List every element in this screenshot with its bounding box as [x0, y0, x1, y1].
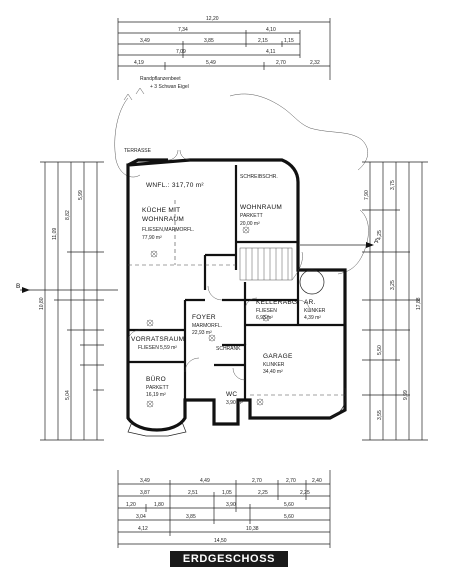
- room-pantry-name: VORRATSRAUM: [131, 336, 184, 343]
- bottom-dim: 3,90: [226, 502, 236, 508]
- tree-line: [123, 87, 145, 101]
- room-foyer-name: FOYER: [192, 314, 216, 321]
- right-dim: 3,75: [390, 180, 396, 190]
- room-garage-area: 34,40 m²: [263, 369, 283, 375]
- bottom-dim: 3,87: [140, 490, 150, 496]
- top-dim: 7,34: [178, 27, 188, 33]
- top-dim: 7,09: [176, 49, 186, 55]
- room-living-area: 20,00 m²: [240, 221, 260, 227]
- top-dim: 4,19: [134, 60, 144, 66]
- total-area-label: WNFL.: 317,70 m²: [146, 182, 204, 189]
- room-foyer-floor: MARMORFL.: [192, 323, 222, 329]
- room-office-name: BÜRO: [146, 375, 166, 383]
- room-wc-area: 3,90 m²: [226, 400, 243, 406]
- room-office-area: 16,19 m²: [146, 392, 166, 398]
- room-kitchen-name: KÜCHE MIT: [142, 206, 180, 214]
- room-kitchen-area: 77,90 m²: [142, 235, 162, 241]
- terrace-door: [167, 149, 191, 161]
- right-dim: 7,90: [364, 190, 370, 200]
- room-living-floor: PARKETT: [240, 213, 263, 219]
- bottom-dim-total: 14,50: [214, 538, 227, 544]
- bottom-dim: 4,12: [138, 526, 148, 532]
- section-marker-a: A: [374, 238, 379, 245]
- right-dim: 3,55: [377, 410, 383, 420]
- left-dim: 10,80: [39, 297, 45, 310]
- room-cellar-area: 6,93 m²: [256, 315, 273, 321]
- room-cabinet-name: SCHREIBSCHR.: [240, 174, 278, 180]
- room-garage-name: GARAGE: [263, 353, 293, 360]
- bottom-dim: 2,25: [300, 490, 310, 496]
- top-dim: 2,15: [258, 38, 268, 44]
- top-dim: 4,10: [266, 27, 276, 33]
- room-storage-floor: KLINKER: [304, 308, 326, 314]
- bottom-dim: 4,49: [200, 478, 210, 484]
- bottom-dim: 2,51: [188, 490, 198, 496]
- room-pantry-area: 5,59 m²: [160, 345, 177, 351]
- bottom-dimension-lines: [117, 470, 331, 548]
- bottom-dim: 3,49: [140, 478, 150, 484]
- top-dim: 3,49: [140, 38, 150, 44]
- room-kitchen-floor: FLIESEN,MARMORFL.: [142, 227, 194, 233]
- top-dimension-lines: [117, 18, 331, 80]
- bottom-dim: 1,05: [222, 490, 232, 496]
- right-dim: 5,50: [377, 345, 383, 355]
- left-dim: 5,04: [65, 390, 71, 400]
- top-dim: 4,11: [266, 49, 276, 55]
- room-office-floor: PARKETT: [146, 385, 169, 391]
- round-column: [299, 269, 325, 295]
- left-dim: 8,82: [65, 210, 71, 220]
- left-dim: 11,09: [52, 228, 58, 240]
- top-dim-total: 12,20: [206, 16, 219, 22]
- terrace-label: TERRASSE: [124, 148, 152, 154]
- room-wc-name: WC: [226, 391, 237, 398]
- room-foyer-area: 22,93 m²: [192, 330, 212, 336]
- room-pantry-floor: FLIESEN: [138, 345, 159, 351]
- top-dim: 1,15: [284, 38, 294, 44]
- drawing-title: ERDGESCHOSS: [170, 551, 288, 567]
- room-cellar-name: KELLERABG.: [256, 299, 299, 306]
- room-storage-name: AR.: [304, 299, 316, 306]
- room-closet-name: SCHRANK: [216, 346, 241, 352]
- outer-wall: [126, 158, 347, 432]
- garage-bay: [329, 387, 347, 419]
- garden-note: + 3 Schwan Eigel: [150, 84, 189, 90]
- bay-window: [127, 421, 187, 437]
- bottom-dim: 1,80: [154, 502, 164, 508]
- room-storage-area: 4,39 m²: [304, 315, 321, 321]
- door-swings: [127, 285, 311, 381]
- bottom-dim: 1,20: [126, 502, 136, 508]
- section-arrow-a: [366, 242, 374, 248]
- room-living-name: WOHNRAUM: [240, 204, 282, 211]
- top-dim: 3,85: [204, 38, 214, 44]
- right-dim: 3,25: [390, 280, 396, 290]
- room-cellar-floor: FLIESEN: [256, 308, 277, 314]
- bottom-dim: 5,60: [284, 502, 294, 508]
- bottom-dim: 2,40: [312, 478, 322, 484]
- bottom-dim: 5,60: [284, 514, 294, 520]
- staircase: [239, 247, 303, 281]
- top-dim: 5,49: [206, 60, 216, 66]
- garden-note: Randpflanzenbeet: [140, 76, 181, 82]
- bottom-dim: 10,38: [246, 526, 259, 532]
- interior-walls: [128, 165, 345, 400]
- bottom-dim: 3,04: [136, 514, 146, 520]
- top-dim: 2,32: [310, 60, 320, 66]
- bottom-dim: 2,25: [258, 490, 268, 496]
- top-dim: 2,70: [276, 60, 286, 66]
- left-dimension-lines: [40, 161, 104, 441]
- right-dimension-lines: [362, 161, 428, 441]
- light-symbols: [146, 226, 270, 408]
- right-dim: 17,88: [416, 297, 422, 310]
- section-marker-b: B: [16, 283, 21, 290]
- right-dim: 9,99: [403, 390, 409, 400]
- section-arrow-b: [22, 287, 30, 293]
- left-dim: 5,99: [78, 190, 84, 200]
- room-garage-floor: KLINKER: [263, 362, 285, 368]
- bottom-dim: 2,70: [252, 478, 262, 484]
- bottom-dim: 2,70: [286, 478, 296, 484]
- room-kitchen-name2: WOHNRAUM: [142, 216, 184, 223]
- bottom-dim: 3,85: [186, 514, 196, 520]
- right-dim: 4,25: [377, 230, 383, 240]
